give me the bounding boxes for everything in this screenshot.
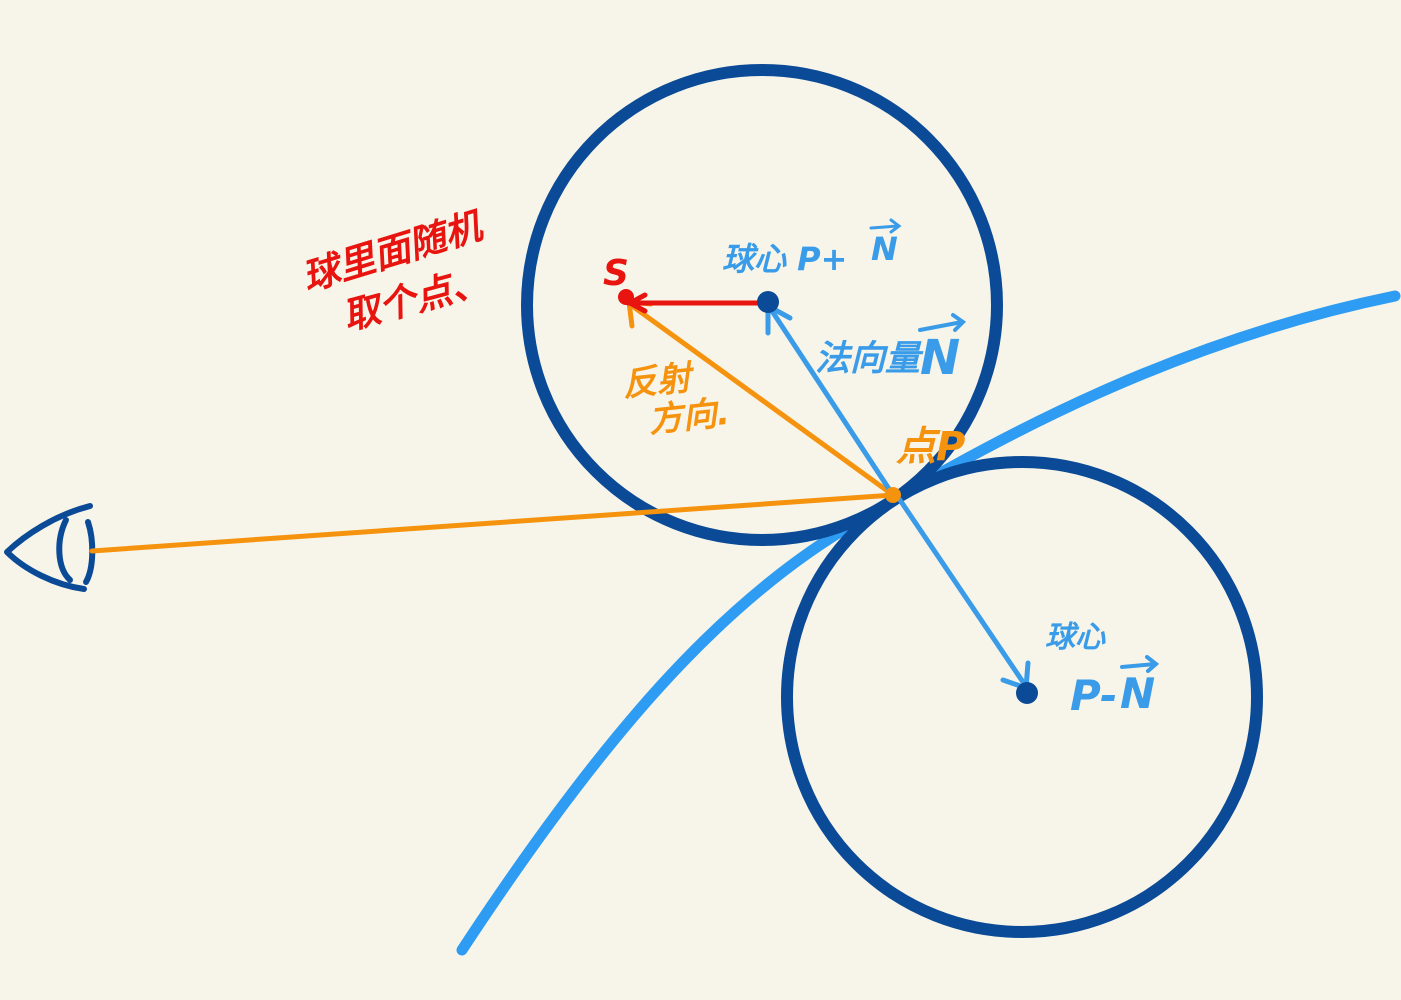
view-ray [89,492,896,554]
lower-center-n-symbol: N [1120,669,1155,718]
upper-center-n-symbol: N [871,230,898,268]
reflect-label-line2: 方向. [647,393,732,441]
upper-center-label: 球心 P+ [722,240,847,278]
lower-center-dot [1016,682,1038,704]
normal-n-arrow [918,320,964,332]
upper-center-dot [757,291,779,313]
s-label: S [603,253,629,294]
normal-n-arrowhead [951,313,967,332]
lower-center-label: 球心 [1045,620,1106,655]
normal-vector-n-symbol: N [920,330,960,386]
normal-arrow-up [767,305,896,498]
lower-sphere [781,456,1263,938]
surface-curve [456,290,1401,956]
upper-n-arrowhead [889,218,902,234]
reflect-label-line1: 反射 [621,358,698,405]
eye-icon [4,503,96,592]
normal-vector-label: 法向量 [815,339,924,379]
lower-center-p-minus: P- [1070,671,1117,720]
upper-n-arrow [869,224,900,230]
lower-n-arrowhead [1145,655,1160,673]
point-p-dot [885,487,901,503]
lower-n-arrow [1120,662,1157,669]
upper-sphere [521,64,1003,546]
random-point-s [618,289,634,305]
point-p-label: 点P [896,424,965,470]
normal-arrow-down [897,497,1028,688]
reflect-direction-arrow [628,302,896,498]
